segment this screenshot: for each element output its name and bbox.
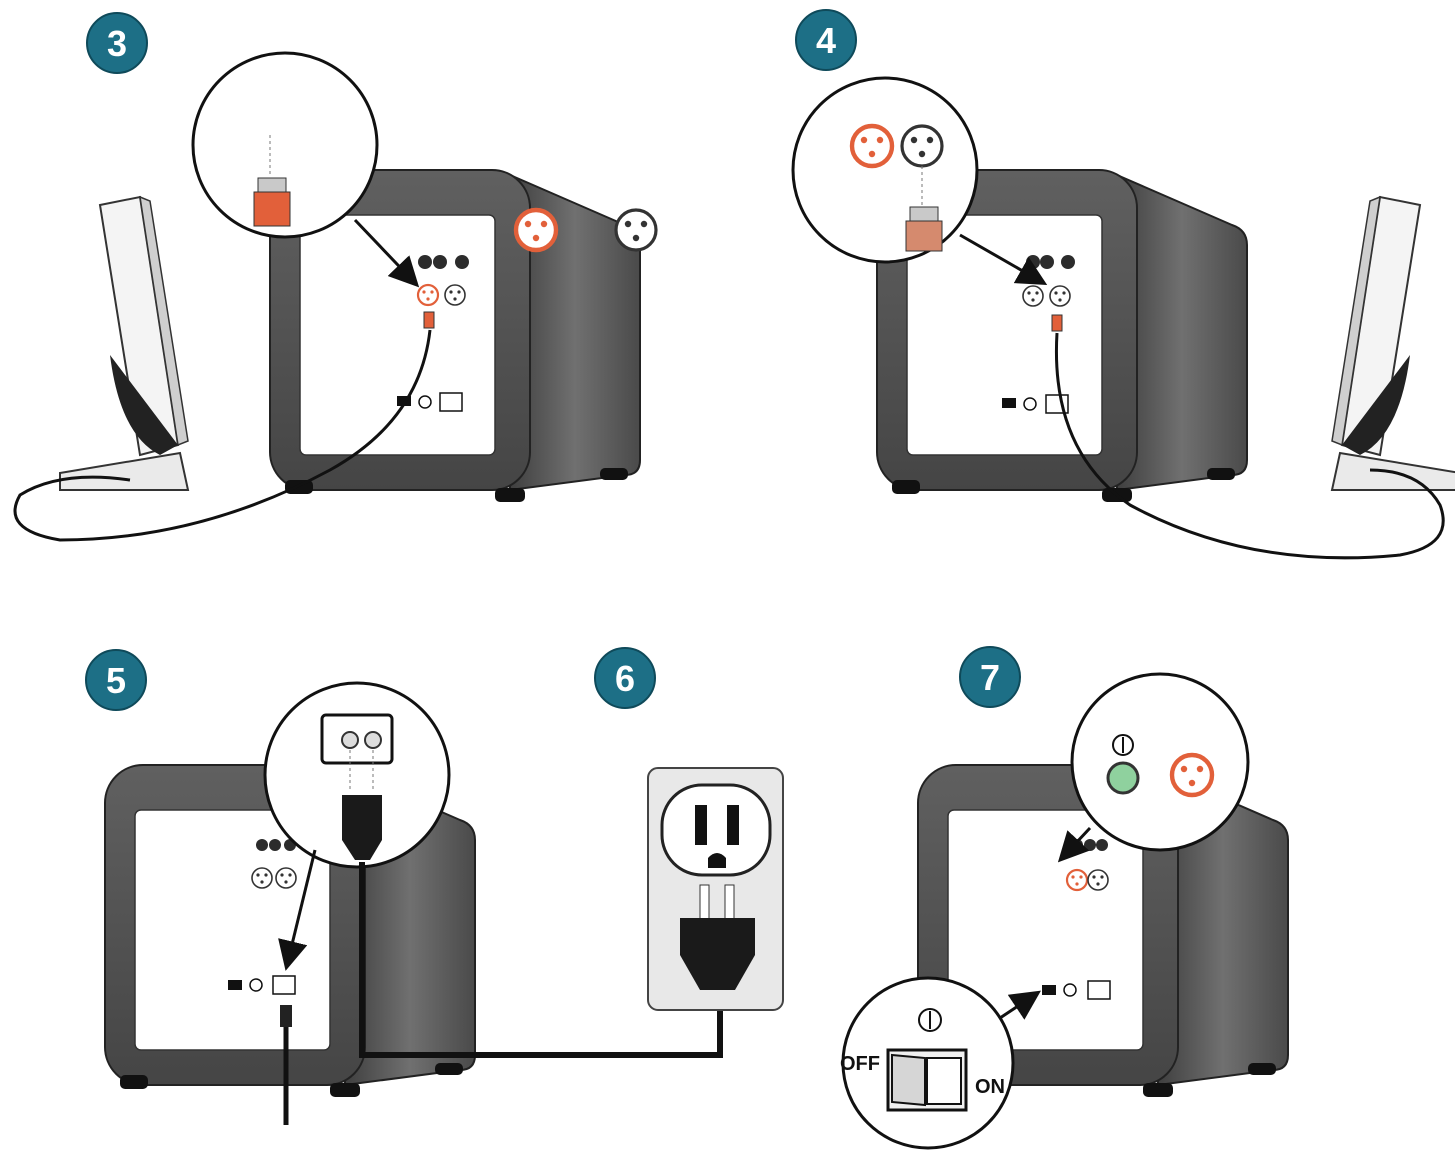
- switch-on-label: ON: [975, 1076, 1005, 1098]
- step-badge: 3: [87, 13, 147, 73]
- svg-text:7: 7: [980, 657, 1000, 698]
- power-led: [1108, 763, 1138, 793]
- power-switch-icon: OFF ON: [840, 978, 1013, 1148]
- step-4-panel: 4: [793, 10, 1455, 558]
- step-badge: 7: [960, 647, 1020, 707]
- svg-text:4: 4: [816, 20, 836, 61]
- step-5-panel: 5: [86, 650, 720, 1125]
- step-3-panel: 3: [15, 13, 656, 540]
- step-badge: 6: [595, 648, 655, 708]
- magnifier-callout-icon: [1072, 674, 1248, 850]
- satellite-speaker-icon: [60, 197, 188, 490]
- step-badge: 4: [796, 10, 856, 70]
- satellite-speaker-icon: [1332, 197, 1455, 490]
- magnifier-callout-icon: [793, 78, 977, 262]
- svg-text:6: 6: [615, 658, 635, 699]
- svg-text:5: 5: [106, 660, 126, 701]
- step-6-panel: 6: [595, 648, 783, 1010]
- magnifier-callout-icon: [265, 683, 449, 867]
- step-7-panel: 7 OFF ON: [840, 647, 1288, 1148]
- svg-text:3: 3: [107, 23, 127, 64]
- step-badge: 5: [86, 650, 146, 710]
- switch-off-label: OFF: [840, 1053, 880, 1075]
